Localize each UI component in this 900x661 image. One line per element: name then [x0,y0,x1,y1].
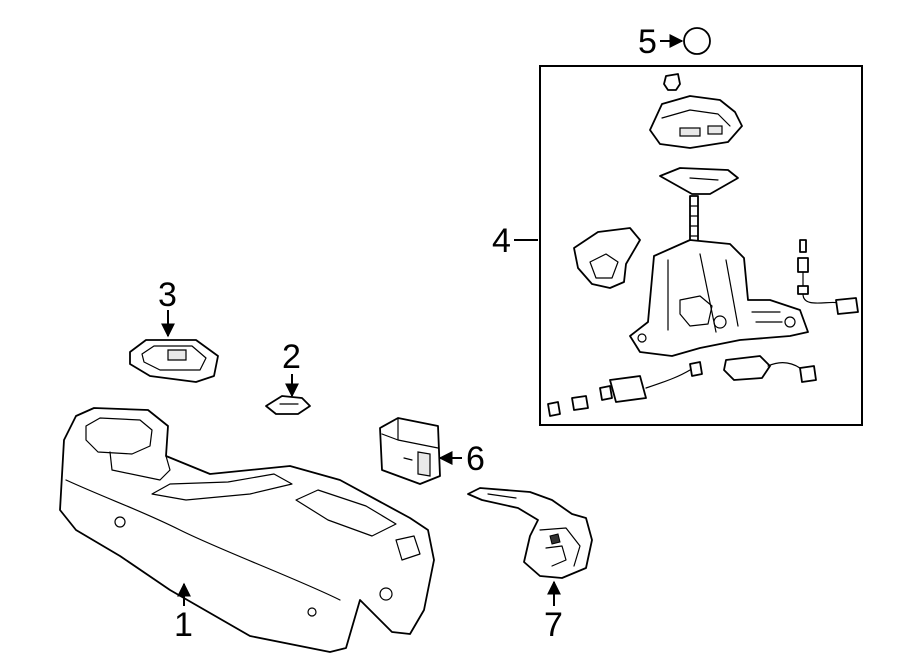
shifter-assembly-icon [539,65,863,426]
park-brake-lever-icon [467,487,593,579]
callout-2: 2 [282,338,301,376]
callout-5: 5 [638,23,657,61]
callout-7: 7 [544,606,563,644]
leader-lines [161,34,684,606]
callout-1: 1 [174,606,193,644]
callout-6: 6 [466,440,485,478]
callout-4: 4 [492,222,511,260]
callout-3: 3 [158,276,177,314]
shift-boot-trim-icon [129,339,219,383]
switch-module-icon [379,417,441,485]
knob-circle-icon [683,27,711,55]
console-housing-icon [59,407,435,653]
assembly-frame [539,65,863,426]
clip-icon [265,395,311,415]
